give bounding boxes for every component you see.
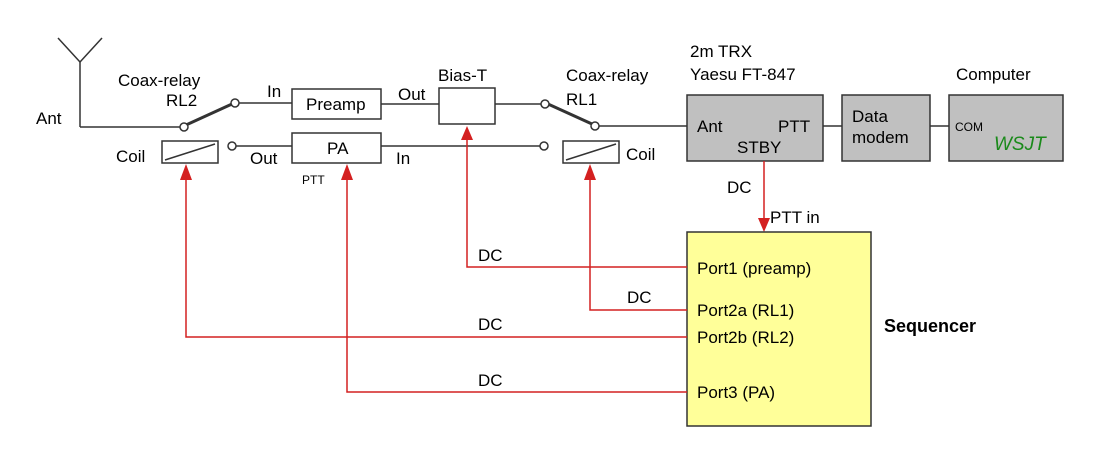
port3-label: Port3 (PA) bbox=[697, 383, 775, 402]
port2b-dc-label: DC bbox=[478, 315, 503, 334]
computer-title: Computer bbox=[956, 65, 1031, 84]
pa-in-label: In bbox=[396, 149, 410, 168]
pa-ptt-label: PTT bbox=[302, 173, 325, 187]
antenna-symbol bbox=[57, 37, 103, 127]
rl2-blade bbox=[184, 102, 234, 127]
rl2-tx-contact bbox=[227, 141, 237, 151]
rl1-rx-contact bbox=[540, 99, 550, 109]
data-modem-box bbox=[841, 94, 931, 162]
port2a-dc-label: DC bbox=[627, 288, 652, 307]
computer-com-label: COM bbox=[955, 120, 983, 134]
port3-to-pa-line bbox=[346, 178, 687, 393]
port2a-to-rl1-line bbox=[589, 178, 687, 311]
rl1-label: RL1 bbox=[566, 90, 597, 109]
trx-title-line1: 2m TRX bbox=[690, 42, 752, 61]
ptt-in-arrow bbox=[758, 218, 770, 232]
trx-ptt-label: PTT bbox=[778, 117, 810, 136]
rl2-common-contact bbox=[179, 122, 189, 132]
modem-label-line1: Data bbox=[852, 107, 888, 126]
pa-ptt-arrow bbox=[341, 164, 353, 180]
pa-label: PA bbox=[327, 139, 349, 158]
modem-label-line2: modem bbox=[852, 128, 909, 147]
computer-box bbox=[948, 94, 1064, 162]
port1-dc-label: DC bbox=[478, 246, 503, 265]
coil-right-diagonal bbox=[565, 143, 617, 161]
port1-to-biast-line bbox=[466, 138, 687, 268]
pa-box bbox=[291, 132, 382, 164]
coil-left-label: Coil bbox=[116, 147, 145, 166]
rl2-coil-arrow bbox=[180, 164, 192, 180]
port2b-label: Port2b (RL2) bbox=[697, 328, 794, 347]
rl1-common-contact bbox=[590, 121, 600, 131]
rl2-title: Coax-relay bbox=[118, 71, 201, 90]
preamp-label: Preamp bbox=[306, 95, 366, 114]
port2b-to-rl2-line bbox=[185, 178, 687, 338]
rl1-tx-contact bbox=[539, 141, 549, 151]
port1-label: Port1 (preamp) bbox=[697, 259, 811, 278]
preamp-in-label: In bbox=[267, 82, 281, 101]
coil-right-label: Coil bbox=[626, 145, 655, 164]
sequencer-box bbox=[686, 231, 872, 427]
rl2-label: RL2 bbox=[166, 91, 197, 110]
trx-ant-label: Ant bbox=[697, 117, 723, 136]
rl2-rx-contact bbox=[230, 98, 240, 108]
rl1-coil-arrow bbox=[584, 164, 596, 180]
antenna-label: Ant bbox=[36, 109, 62, 128]
coil-left-diagonal bbox=[164, 143, 216, 161]
trx-title-line2: Yaesu FT-847 bbox=[690, 65, 796, 84]
trx-box bbox=[686, 94, 824, 162]
biast-arrow bbox=[461, 126, 473, 140]
wsjt-label: WSJT bbox=[994, 134, 1047, 155]
rl1-title: Coax-relay bbox=[566, 66, 649, 85]
ptt-in-label: PTT in bbox=[770, 208, 820, 227]
trx-stby-label: STBY bbox=[737, 138, 781, 157]
rl1-blade bbox=[546, 102, 594, 126]
preamp-out-label: Out bbox=[398, 85, 426, 104]
sequencer-title: Sequencer bbox=[884, 316, 976, 336]
bias-t-title: Bias-T bbox=[438, 66, 487, 85]
bias-t-box bbox=[438, 87, 496, 125]
pa-out-label: Out bbox=[250, 149, 278, 168]
port2a-label: Port2a (RL1) bbox=[697, 301, 794, 320]
port3-dc-label: DC bbox=[478, 371, 503, 390]
stby-dc-label: DC bbox=[727, 178, 752, 197]
